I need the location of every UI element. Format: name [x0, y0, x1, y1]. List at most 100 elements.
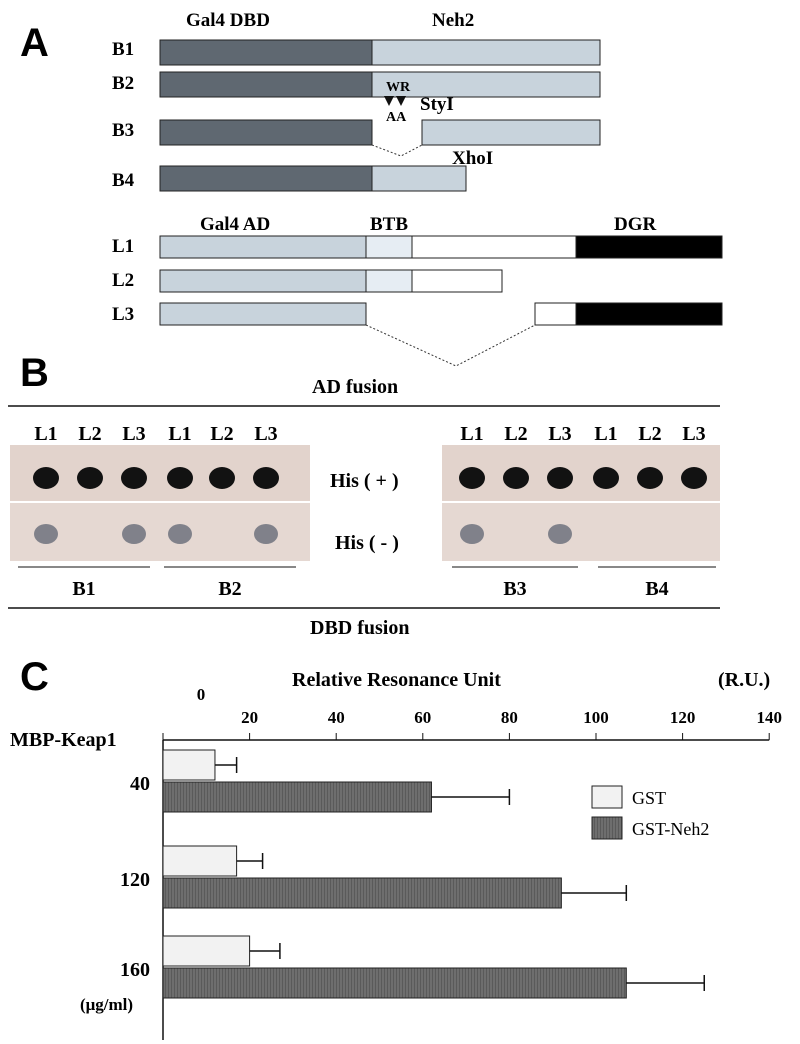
dbd-fusion-label: DBD fusion [310, 617, 409, 639]
wr-motif-label: WR [386, 80, 411, 95]
construct-l2-label: L2 [112, 270, 134, 291]
panel-b-letter: B [20, 351, 49, 395]
legend-gst-swatch [591, 785, 623, 809]
l3-linker-region [534, 302, 577, 326]
column-label-11: L2 [638, 423, 661, 445]
legend-gst-label: GST [632, 788, 666, 808]
bar-gst-neh2-120 [162, 877, 562, 909]
x-tick-label-20: 20 [241, 708, 258, 727]
spot-his-minus-3 [122, 524, 146, 544]
bar-gst-120 [162, 845, 238, 877]
panel-c: C Relative Resonance Unit (R.U.) MBP-Kea… [10, 655, 782, 1040]
panel-c-letter: C [20, 655, 49, 699]
spot-his-plus-2 [77, 467, 103, 489]
l2-ad-domain [159, 269, 367, 293]
x-tick-label-80: 80 [501, 708, 518, 727]
x-tick-label-120: 120 [670, 708, 696, 727]
spot-his-plus-8 [503, 467, 529, 489]
x-tick-label-100: 100 [583, 708, 609, 727]
plate-right-his-plus [442, 445, 720, 501]
column-label-2: L2 [78, 423, 101, 445]
column-label-10: L1 [594, 423, 617, 445]
plate-right-his-minus [442, 503, 720, 561]
gal4-ad-label: Gal4 AD [200, 214, 270, 235]
mutation-marker-r [396, 96, 406, 106]
spot-his-plus-12 [681, 467, 707, 489]
x-tick-label-40: 40 [328, 708, 345, 727]
category-label-160: 160 [120, 959, 150, 981]
construct-b4-label: B4 [112, 170, 135, 191]
spot-his-plus-3 [121, 467, 147, 489]
bar-gst-neh2-160 [162, 967, 627, 999]
column-label-7: L1 [460, 423, 483, 445]
l3-ad-domain [159, 302, 367, 326]
bar-gst-40 [162, 749, 216, 781]
b2-dbd-domain [159, 71, 373, 98]
column-label-1: L1 [34, 423, 57, 445]
panel-a: A Gal4 DBD Neh2 B1 B2 WR AA StyI B3 XhoI… [20, 10, 723, 367]
chart-title: Relative Resonance Unit [292, 669, 501, 691]
construct-b2-label: B2 [112, 73, 134, 94]
x-tick-label-60: 60 [414, 708, 431, 727]
ad-fusion-label: AD fusion [312, 376, 398, 398]
construct-l1-label: L1 [112, 236, 134, 257]
category-label-120: 120 [120, 869, 150, 891]
spot-his-minus-4 [168, 524, 192, 544]
btb-label: BTB [370, 214, 408, 235]
column-label-6: L3 [254, 423, 277, 445]
b3-deletion-line [371, 144, 423, 157]
b4-dbd-domain [159, 165, 373, 192]
panel-a-letter: A [20, 21, 49, 65]
column-label-12: L3 [682, 423, 705, 445]
construct-b3-label: B3 [112, 120, 134, 141]
b1-dbd-domain [159, 39, 373, 66]
column-label-9: L3 [548, 423, 571, 445]
b3-neh2-domain [421, 119, 601, 146]
group-b2-label: B2 [218, 578, 241, 600]
column-label-5: L2 [210, 423, 233, 445]
b1-neh2-domain [371, 39, 601, 66]
spot-his-plus-5 [209, 467, 235, 489]
spot-his-plus-9 [547, 467, 573, 489]
spot-his-minus-6 [254, 524, 278, 544]
l3-dgr-domain [575, 302, 723, 326]
gal4-dbd-label: Gal4 DBD [186, 10, 270, 31]
yeast-spots [33, 467, 707, 544]
category-label-40: 40 [130, 773, 150, 795]
l1-btb-domain [365, 235, 413, 259]
spot-his-plus-4 [167, 467, 193, 489]
dgr-label: DGR [614, 214, 657, 235]
l2-linker-region [411, 269, 503, 293]
b4-neh2-domain [371, 165, 467, 192]
spot-his-plus-7 [459, 467, 485, 489]
l1-ad-domain [159, 235, 367, 259]
construct-b1-label: B1 [112, 39, 134, 60]
spot-his-minus-1 [34, 524, 58, 544]
styi-site-label: StyI [420, 94, 454, 115]
construct-l3-label: L3 [112, 304, 134, 325]
column-label-4: L1 [168, 423, 191, 445]
spot-his-minus-7 [460, 524, 484, 544]
x-tick-label-140: 140 [756, 708, 782, 727]
bar-gst-160 [162, 935, 251, 967]
bar-gst-neh2-40 [162, 781, 432, 813]
mutation-marker-w [384, 96, 394, 106]
l2-btb-domain [365, 269, 413, 293]
group-b1-label: B1 [72, 578, 95, 600]
spot-his-minus-9 [548, 524, 572, 544]
l3-deletion-line [365, 324, 536, 367]
b2-neh2-domain [371, 71, 601, 98]
chart-unit: (R.U.) [718, 669, 770, 691]
aa-mutation-label: AA [386, 110, 407, 125]
xhoi-site-label: XhoI [452, 148, 493, 169]
legend-gst-neh2-label: GST-Neh2 [632, 819, 709, 839]
l1-dgr-domain [575, 235, 723, 259]
category-unit-label: (μg/ml) [80, 995, 133, 1014]
group-b3-label: B3 [503, 578, 526, 600]
spot-his-plus-6 [253, 467, 279, 489]
group-b4-label: B4 [645, 578, 668, 600]
